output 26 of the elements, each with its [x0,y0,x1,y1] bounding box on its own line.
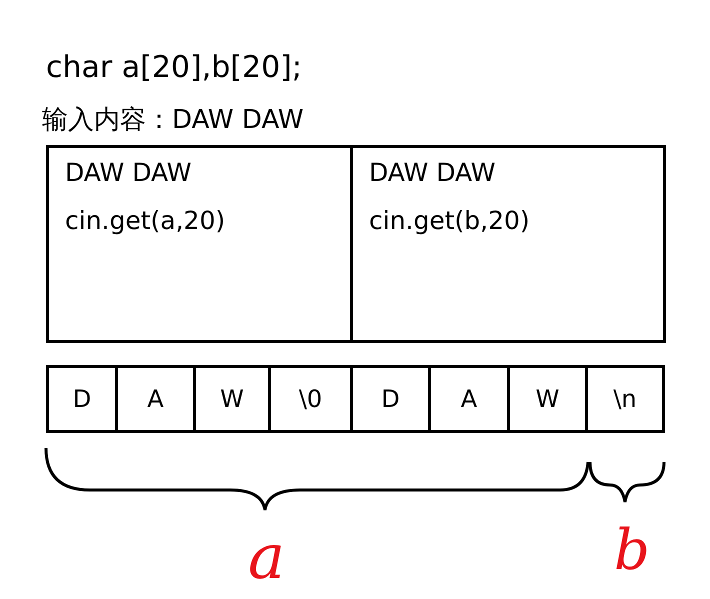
memory-cell [268,365,353,433]
cell-character: A [147,385,164,413]
buffer-content: DAW DAW [65,158,192,187]
buffer-content: DAW DAW [369,158,496,187]
variable-name: b [614,518,650,583]
variable-name: a [248,520,285,593]
buffer-box [350,145,666,343]
cell-character: W [220,385,244,413]
memory-cell [193,365,271,433]
code-heading: char a[20],b[20]; [46,50,302,85]
memory-cell [350,365,431,433]
cell-character: \0 [298,385,322,413]
input-caption: 输入内容：DAW DAW [42,104,304,137]
cell-character: D [72,385,92,413]
cell-character: A [460,385,478,413]
cell-character: D [381,385,400,413]
code-statement: cin.get(b,20) [369,206,530,235]
cell-character: W [536,385,560,413]
memory-cell [46,365,118,433]
buffer-box [46,145,353,343]
memory-cell [585,365,665,433]
cell-character: \n [613,385,637,413]
memory-cell [428,365,510,433]
memory-cell [507,365,588,433]
memory-cell [115,365,196,433]
code-statement: cin.get(a,20) [65,206,226,235]
